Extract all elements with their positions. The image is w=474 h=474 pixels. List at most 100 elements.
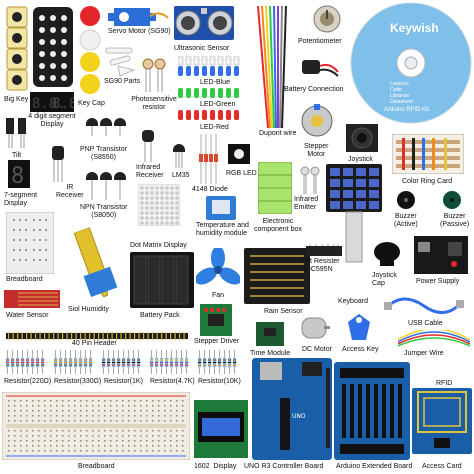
water-sensor (4, 290, 60, 308)
label-battery-conn: Battery Connection (284, 86, 344, 93)
color-ring-card (392, 134, 464, 174)
label-res1k: Resistor(1K) (104, 378, 143, 385)
svg-text:UNO: UNO (292, 413, 306, 420)
label-dot-matrix: Dot Matrix Display (130, 242, 187, 249)
npn-transistors (84, 166, 130, 200)
breadboard (2, 392, 190, 460)
infrared-emitter (300, 166, 320, 194)
svg-text:8.8.: 8.8. (52, 96, 74, 112)
label-time-module: Time Module (250, 350, 291, 357)
component-box (258, 162, 292, 214)
rgb-led (228, 144, 250, 166)
usb-cable (384, 292, 464, 318)
label-lcd: 1602 Display (194, 463, 237, 470)
ir-receiver (50, 146, 66, 182)
dupont-wire (256, 6, 292, 130)
label-shift-register: Shift Resister 74HC595N (298, 258, 340, 273)
joystick-module (346, 124, 378, 154)
label-pnp: PNP Transistor (S8550) (80, 146, 127, 161)
label-jumper-wire: Jumper Wire (404, 350, 444, 357)
label-dupont: Dupont wire (259, 130, 297, 137)
membrane-keypad (326, 164, 382, 264)
lcd-1602 (194, 400, 248, 458)
label-7seg: 7-segment Display (4, 192, 38, 207)
dc-motor (300, 314, 330, 342)
battery-pack (130, 252, 194, 308)
four-digit-display: 8.8.8.8. (30, 92, 74, 112)
label-buzzer-active: Buzzer (Active) (394, 213, 418, 228)
svg-text:8.8.: 8.8. (32, 96, 66, 112)
ir-remote (32, 6, 74, 88)
label-breadboard-small: Breadboard (6, 276, 43, 283)
label-res220: Resistor(220Ω) (4, 378, 52, 385)
label-rfid: RFID (436, 380, 453, 387)
uno-r3-board: UNO (252, 358, 332, 460)
ultrasonic-sensor (174, 6, 234, 42)
stepper-driver (200, 304, 232, 336)
jumper-wires (398, 330, 470, 348)
cd-line-3: Libraries (390, 93, 410, 99)
pin-header (6, 332, 188, 340)
power-supply-module (414, 236, 468, 276)
label-tilt: Tilt (12, 152, 22, 159)
time-module (256, 322, 284, 346)
label-stepper-motor: Stepper Motor (304, 143, 329, 158)
label-res10k: Resistor(10K) (198, 378, 241, 385)
label-fan: Fan (212, 292, 225, 299)
label-rain-sensor: Rain Sensor (264, 308, 303, 315)
extended-board (334, 362, 410, 460)
temp-humidity-module (206, 196, 236, 220)
sg90-parts (104, 42, 144, 78)
leds-green (178, 88, 244, 100)
label-keyboard: Keyboard (338, 298, 368, 305)
label-servo: Servo Motor (SG90) (108, 28, 171, 35)
svg-text:8: 8 (11, 164, 24, 188)
servo-motor (108, 4, 170, 30)
label-usb-cable: USB Cable (408, 320, 443, 327)
label-led-red: LED-Red (200, 124, 229, 131)
label-res47k: Resistor(4.7K) (150, 378, 195, 385)
infrared-receiver (140, 130, 156, 162)
rfid-reader (412, 388, 472, 454)
dot-matrix (138, 184, 180, 226)
key-caps (78, 4, 102, 98)
label-diode: 4148 Diode (192, 186, 228, 193)
label-rgb-led: RGB LED (226, 170, 257, 177)
label-buzzer-passive: Buzzer (Passive) (440, 213, 470, 228)
label-joystick: Joystick (348, 156, 373, 163)
resistors (4, 350, 242, 374)
pnp-transistors (84, 112, 130, 136)
label-stepper-driver: Stepper Driver (194, 338, 240, 345)
label-potentiometer: Potentiometer (298, 38, 342, 45)
label-joystick-cap: Joystick Cap (372, 272, 397, 287)
seven-segment-display: 8 (8, 160, 30, 188)
cd-brand: Keywish (390, 21, 439, 35)
photoresistors (142, 58, 168, 92)
label-extended: Arduino Extended Board (336, 463, 413, 470)
stepper-motor (300, 104, 334, 138)
leds-red (178, 110, 244, 122)
label-dc-motor: DC Motor (302, 346, 332, 353)
label-access-key: Access Key (342, 346, 379, 353)
label-color-ring: Color Ring Card (402, 178, 453, 185)
cd-line-4: Datasheet (390, 99, 413, 105)
cd-line-1: Lessons (390, 81, 409, 87)
fan (196, 248, 240, 292)
label-40pin: 40 Pin Header (72, 340, 117, 347)
diodes-4148 (198, 134, 218, 184)
big-key-buttons (6, 6, 28, 92)
label-ultrasonic: Ultrasonic Sensor (174, 45, 230, 52)
small-breadboard (6, 212, 54, 274)
label-big-key: Big Key (4, 96, 29, 103)
label-npn: NPN Transistor (S8050) (80, 204, 128, 219)
tilt-sensors (4, 118, 30, 148)
access-key-fob (346, 312, 372, 342)
rfid-kit-cd: Keywish Lessons Code Libraries Datasheet… (350, 2, 472, 124)
label-sg90: SG90 Parts (104, 78, 141, 85)
label-power-supply: Power Supply (416, 278, 460, 285)
buzzer-passive (442, 190, 462, 210)
shift-register-chip (306, 244, 342, 258)
label-uno: UNO R3 Controller Board (244, 463, 324, 470)
label-led-green: LED-Green (200, 101, 236, 108)
